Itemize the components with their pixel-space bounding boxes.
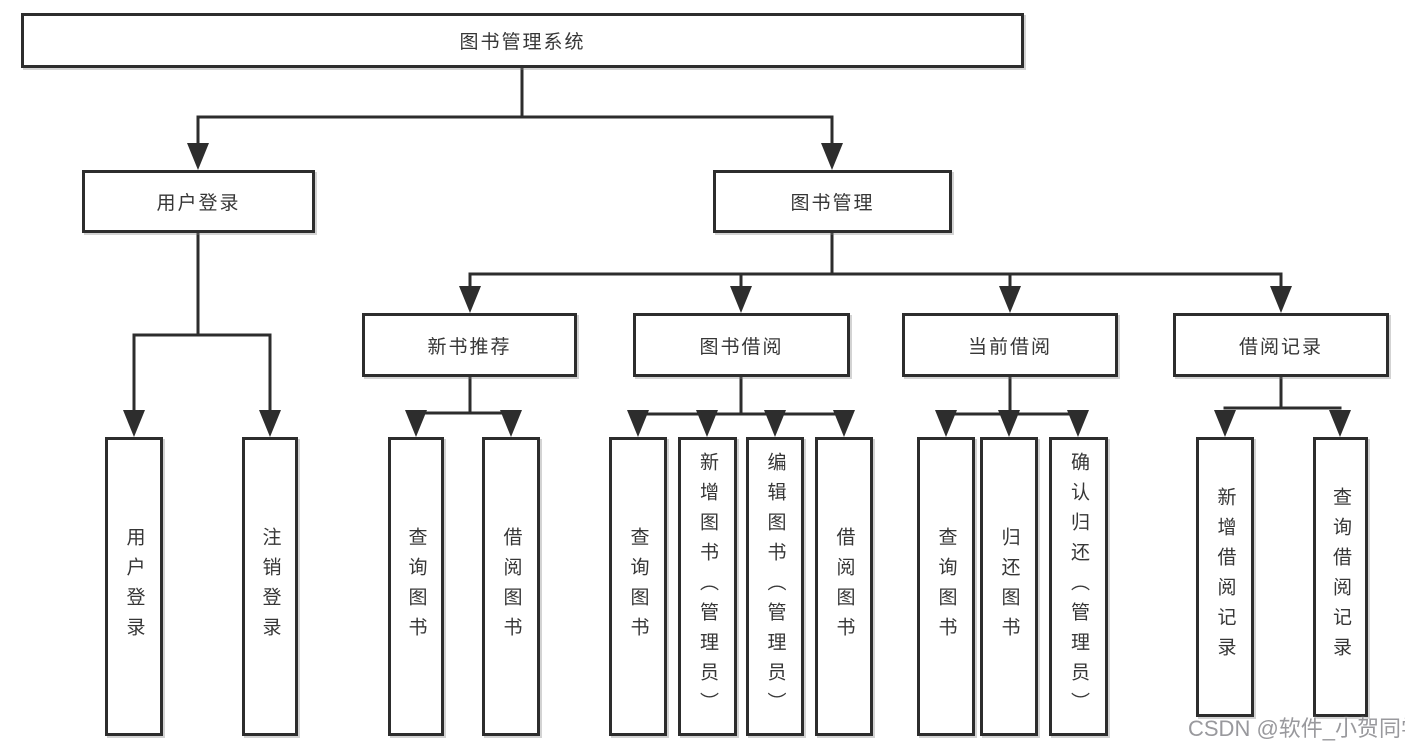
arrowheads: [123, 143, 1351, 437]
connector-book-mgmt-branch: [468, 231, 1283, 292]
arrowhead: [730, 286, 752, 313]
leaf-confirm-return-admin: 确认归还（管理员）: [1049, 437, 1108, 736]
arrowhead: [459, 286, 481, 313]
arrowhead: [1270, 286, 1292, 313]
arrowhead: [627, 410, 649, 437]
node-label: 查询图书: [935, 526, 957, 647]
node-label: 查询借阅记录: [1330, 487, 1351, 667]
arrowhead: [123, 410, 145, 437]
node-label: 查询图书: [627, 526, 649, 647]
arrowhead: [500, 410, 522, 437]
node-label: 用户登录: [156, 193, 241, 214]
arrowhead: [999, 286, 1021, 313]
node-library-management-system: 图书管理系统: [21, 13, 1024, 68]
node-label: 借阅图书: [500, 526, 522, 647]
arrowhead: [833, 410, 855, 437]
node-book-borrow: 图书借阅: [633, 313, 850, 377]
arrowhead: [1214, 410, 1236, 437]
node-label: 当前借阅: [967, 336, 1052, 358]
node-label: 图书管理: [790, 193, 875, 214]
node-new-book-recommend: 新书推荐: [362, 313, 577, 377]
connector-root: [196, 66, 834, 149]
arrowhead: [405, 410, 427, 437]
arrowhead: [1067, 410, 1089, 437]
node-borrow-records: 借阅记录: [1173, 313, 1389, 377]
connector-borrow-record-branch: [1223, 375, 1342, 410]
node-label: 新增图书（管理员）: [697, 451, 718, 722]
connector-current-borrow-branch: [944, 375, 1080, 416]
node-current-borrow: 当前借阅: [902, 313, 1118, 377]
arrowhead: [259, 410, 281, 437]
node-label: 归还图书: [998, 526, 1020, 647]
node-label: 注销登录: [259, 526, 281, 647]
node-book-management: 图书管理: [713, 170, 952, 233]
node-label: 借阅图书: [833, 526, 855, 647]
node-label: 查询图书: [405, 526, 427, 647]
leaf-borrow-books: 借阅图书: [482, 437, 540, 736]
arrowhead: [696, 410, 718, 437]
leaf-borrow-books-2: 借阅图书: [815, 437, 873, 736]
arrowhead: [764, 410, 786, 437]
node-label: 借阅记录: [1238, 336, 1323, 358]
leaf-return-books: 归还图书: [980, 437, 1038, 736]
arrowhead: [821, 143, 843, 170]
arrowhead: [187, 143, 209, 170]
leaf-query-books-2: 查询图书: [609, 437, 667, 736]
node-user-login: 用户登录: [82, 170, 315, 233]
leaf-add-book-admin: 新增图书（管理员）: [678, 437, 737, 736]
node-label: 新增借阅记录: [1214, 487, 1236, 667]
leaf-logout: 注销登录: [242, 437, 298, 736]
node-label: 确认归还（管理员）: [1068, 451, 1089, 722]
node-label: 图书管理系统: [459, 32, 586, 53]
csdn-watermark: CSDN @软件_小贺同学: [1188, 716, 1405, 741]
connector-new-rec-branch: [414, 375, 513, 415]
leaf-add-borrow-record: 新增借阅记录: [1196, 437, 1254, 717]
node-label: 用户登录: [123, 526, 145, 647]
leaf-query-books-3: 查询图书: [917, 437, 975, 736]
arrowhead: [998, 410, 1020, 437]
leaf-user-login: 用户登录: [105, 437, 163, 736]
leaf-query-books: 查询图书: [388, 437, 444, 736]
node-label: 编辑图书（管理员）: [764, 451, 786, 722]
leaf-edit-book-admin: 编辑图书（管理员）: [746, 437, 804, 736]
node-label: 图书借阅: [699, 336, 784, 358]
arrowhead: [1329, 410, 1351, 437]
connector-user-login-branch: [132, 231, 272, 416]
connector-book-borrow-branch: [636, 375, 846, 416]
node-label: 新书推荐: [427, 336, 512, 358]
arrowhead: [935, 410, 957, 437]
leaf-query-borrow-record: 查询借阅记录: [1313, 437, 1368, 717]
